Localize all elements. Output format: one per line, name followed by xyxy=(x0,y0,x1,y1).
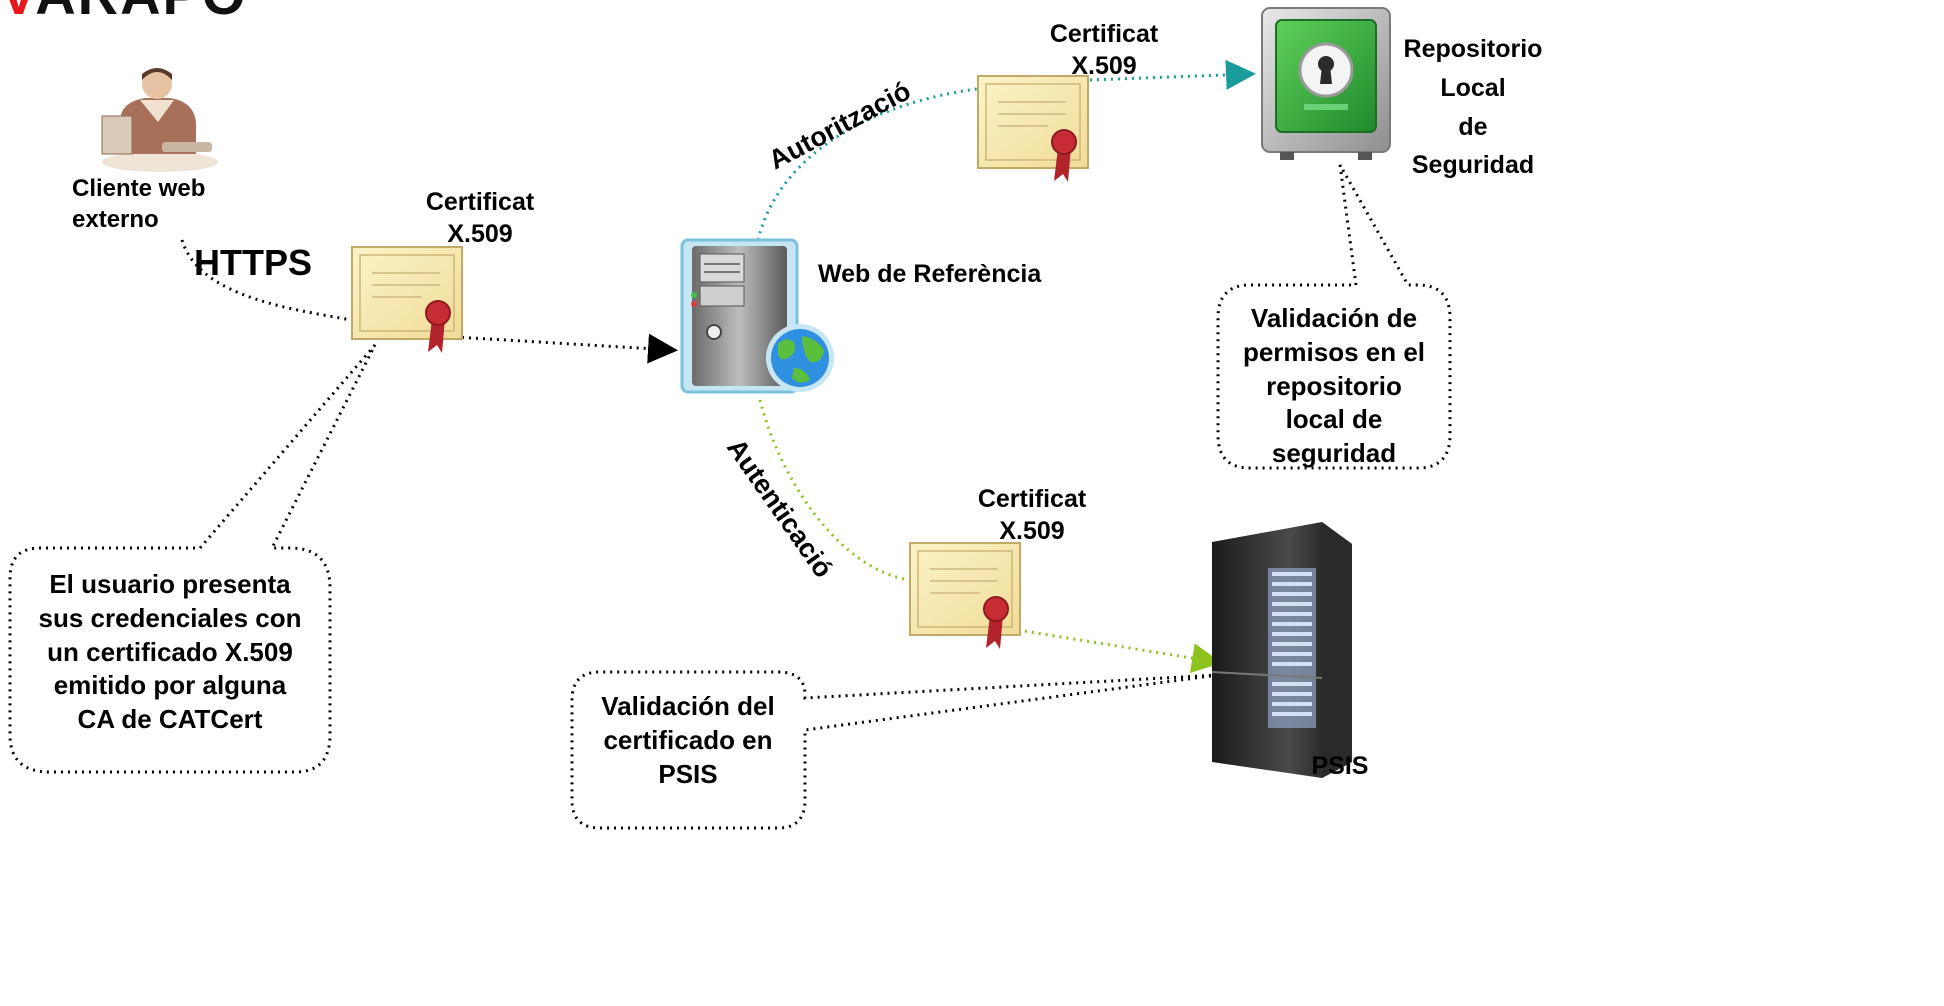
repository-label: Repositorio Local de Seguridad xyxy=(1398,30,1548,185)
client-label-line-1: Cliente web xyxy=(72,175,206,202)
repository-line-4: Seguridad xyxy=(1411,151,1535,180)
callout-permissions-line-2: permisos en el xyxy=(1242,336,1426,367)
psis-server-icon xyxy=(1211,522,1352,778)
certificate-icon-1 xyxy=(351,246,463,353)
psis-arrow xyxy=(1017,628,1222,673)
callout-user-line-1: El usuario presenta xyxy=(49,569,291,599)
callout-permissions-line-4: local de xyxy=(1285,404,1383,435)
repository-line-2: Local xyxy=(1440,73,1506,102)
certificate-label-3: Certificat X.509 xyxy=(952,483,1112,547)
client-label-line-2: externo xyxy=(72,205,159,233)
callout-permissions-shape xyxy=(1216,164,1452,470)
certificate-label-2: Certificat X.509 xyxy=(1024,18,1184,82)
authentication-line xyxy=(758,399,911,582)
certificate-icon-3 xyxy=(909,542,1021,649)
logo-accent-letter: V xyxy=(0,0,35,26)
repo-arrow xyxy=(1089,59,1256,90)
certificate-2-line-1: Certificat xyxy=(1049,20,1159,48)
callout-permissions-line-5: seguridad xyxy=(1271,438,1397,469)
client-label: Cliente web externo xyxy=(72,174,205,235)
callout-permissions-text: Validación de permisos en el repositorio… xyxy=(1224,302,1444,471)
edge-label-authorization: Autorització xyxy=(764,76,916,176)
logo-rest: ARAPO xyxy=(35,0,247,26)
callout-user-text: El usuario presenta sus credenciales con… xyxy=(22,568,318,737)
authorization-line xyxy=(756,86,986,241)
repository-line-3: de xyxy=(1458,112,1488,141)
certificate-3-line-1: Certificat xyxy=(977,485,1087,513)
certificate-1-line-1: Certificat xyxy=(425,188,535,216)
logo: VARAPO xyxy=(0,0,247,27)
callout-psis-text: Validación del certificado en PSIS xyxy=(578,690,798,791)
callout-user-line-4: emitido por alguna xyxy=(53,670,287,701)
callout-user-line-3: un certificado X.509 xyxy=(47,636,293,667)
callout-psis-shape xyxy=(570,670,1219,830)
web-server-icon xyxy=(680,238,834,394)
logo-text: VARAPO xyxy=(0,0,247,26)
callout-user-shape xyxy=(8,344,377,774)
edge-label-https: HTTPS xyxy=(194,242,313,283)
certificate-3-line-2: X.509 xyxy=(999,517,1065,545)
callout-psis-line-2: certificado en xyxy=(603,724,773,755)
callout-permissions-line-1: Validación de xyxy=(1250,303,1418,333)
edge-label-authentication: Autenticació xyxy=(721,433,839,583)
callout-permissions-line-3: repositorio xyxy=(1266,370,1402,401)
web-server-label: Web de Referència xyxy=(818,260,1042,288)
callout-psis-line-1: Validación del xyxy=(601,691,775,721)
https-arrow xyxy=(454,333,678,364)
client-person-icon xyxy=(101,68,218,172)
callout-user-line-2: sus credenciales con xyxy=(38,602,302,633)
repository-line-1: Repositorio xyxy=(1403,35,1543,63)
certificate-1-line-2: X.509 xyxy=(447,220,513,248)
callout-user-line-5: CA de CATCert xyxy=(77,704,263,735)
certificate-label-1: Certificat X.509 xyxy=(400,186,560,250)
https-line xyxy=(180,239,363,324)
callout-psis-line-3: PSIS xyxy=(658,758,718,789)
psis-label: PSIS xyxy=(1311,752,1369,780)
safe-icon xyxy=(1261,7,1391,160)
certificate-2-line-2: X.509 xyxy=(1071,52,1137,80)
certificate-icon-2 xyxy=(977,75,1089,182)
